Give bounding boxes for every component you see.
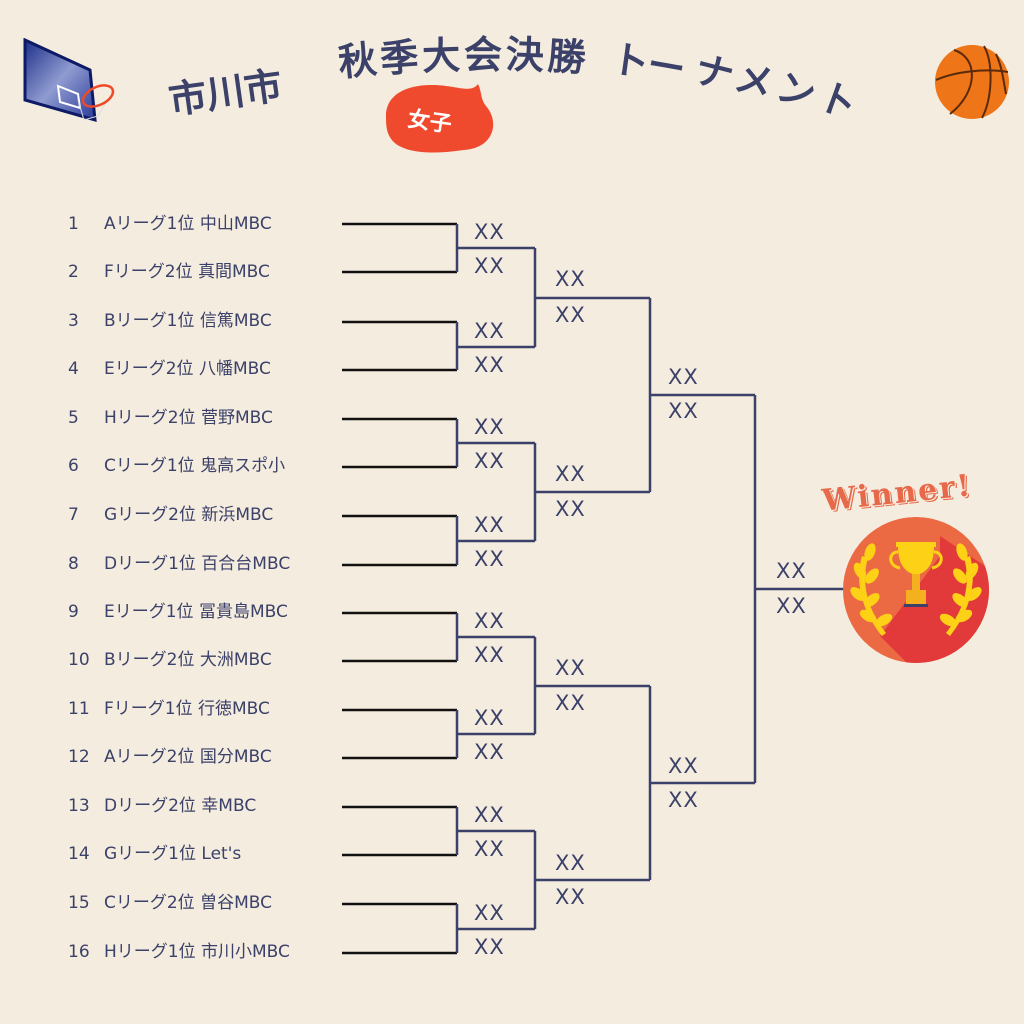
team-name: Hリーグ1位 市川小MBC (104, 942, 290, 962)
score-top: XX (474, 901, 505, 925)
score-bottom: XX (474, 837, 505, 861)
team-entry: 1 Aリーグ1位 中山MBC (68, 213, 272, 235)
score-top: XX (474, 513, 505, 537)
team-name: Cリーグ2位 曽谷MBC (104, 893, 272, 913)
score-bottom: XX (474, 547, 505, 571)
team-name: Aリーグ1位 中山MBC (104, 214, 272, 234)
team-seed: 5 (68, 408, 79, 428)
team-seed: 10 (68, 650, 90, 670)
basketball-hoop-icon (23, 38, 115, 123)
category-bubble (386, 84, 494, 153)
score-bottom: XX (776, 594, 807, 618)
title-char: 会 (464, 33, 503, 77)
score-bottom: XX (668, 788, 699, 812)
score-bottom: XX (474, 353, 505, 377)
score-top: XX (668, 754, 699, 778)
team-seed: 11 (68, 699, 90, 719)
score-top: XX (474, 803, 505, 827)
score-bottom: XX (474, 740, 505, 764)
score-top: XX (555, 851, 586, 875)
score-bottom: XX (555, 303, 586, 327)
score-top: XX (555, 656, 586, 680)
score-top: XX (668, 365, 699, 389)
score-top: XX (555, 462, 586, 486)
team-entry: 12 Aリーグ2位 国分MBC (68, 746, 272, 768)
team-name: Fリーグ1位 行徳MBC (104, 699, 270, 719)
team-seed: 9 (68, 602, 79, 622)
team-name: Fリーグ2位 真間MBC (104, 262, 270, 282)
team-seed: 14 (68, 844, 90, 864)
team-seed: 12 (68, 747, 90, 767)
team-name: Dリーグ1位 百合台MBC (104, 554, 291, 574)
team-entry: 5 Hリーグ2位 菅野MBC (68, 407, 273, 429)
team-entry: 14 Gリーグ1位 Let's (68, 843, 241, 865)
team-seed: 15 (68, 893, 90, 913)
team-name: Dリーグ2位 幸MBC (104, 796, 257, 816)
score-top: XX (474, 415, 505, 439)
team-name: Gリーグ1位 Let's (104, 844, 242, 864)
team-seed: 8 (68, 554, 79, 574)
team-name: Eリーグ2位 八幡MBC (104, 359, 271, 379)
basketball-icon (935, 45, 1009, 119)
team-seed: 7 (68, 505, 79, 525)
team-entry: 9 Eリーグ1位 冨貴島MBC (68, 601, 288, 623)
team-name: Eリーグ1位 冨貴島MBC (104, 602, 288, 622)
team-entry: 10 Bリーグ2位 大洲MBC (68, 649, 272, 671)
team-seed: 3 (68, 311, 79, 331)
team-entry: 4 Eリーグ2位 八幡MBC (68, 358, 271, 380)
team-entry: 16 Hリーグ1位 市川小MBC (68, 941, 290, 963)
team-seed: 1 (68, 214, 79, 234)
score-bottom: XX (474, 935, 505, 959)
team-entry: 13 Dリーグ2位 幸MBC (68, 795, 256, 817)
team-name: Bリーグ1位 信篤MBC (104, 311, 272, 331)
score-bottom: XX (474, 449, 505, 473)
score-top: XX (474, 609, 505, 633)
team-name: Cリーグ1位 鬼高スポ小 (104, 456, 286, 476)
team-entry: 6 Cリーグ1位 鬼高スポ小 (68, 455, 285, 477)
team-entry: 11 Fリーグ1位 行徳MBC (68, 698, 270, 720)
score-bottom: XX (555, 691, 586, 715)
team-seed: 4 (68, 359, 79, 379)
team-entry: 2 Fリーグ2位 真間MBC (68, 261, 270, 283)
round-lines (455, 224, 852, 953)
team-lines (342, 222, 457, 955)
score-bottom: XX (555, 497, 586, 521)
team-entry: 8 Dリーグ1位 百合台MBC (68, 553, 290, 575)
score-top: XX (474, 706, 505, 730)
team-name: Gリーグ2位 新浜MBC (104, 505, 274, 525)
score-bottom: XX (474, 643, 505, 667)
score-bottom: XX (555, 885, 586, 909)
team-entry: 15 Cリーグ2位 曽谷MBC (68, 892, 272, 914)
team-seed: 13 (68, 796, 90, 816)
score-top: XX (555, 267, 586, 291)
team-name: Aリーグ2位 国分MBC (104, 747, 272, 767)
score-top: XX (474, 319, 505, 343)
team-name: Bリーグ2位 大洲MBC (104, 650, 272, 670)
score-top: XX (474, 220, 505, 244)
team-seed: 2 (68, 262, 79, 282)
trophy-icon (843, 517, 989, 663)
score-bottom: XX (474, 254, 505, 278)
team-seed: 16 (68, 942, 90, 962)
team-seed: 6 (68, 456, 79, 476)
header: 市川市 秋 季 大 会 決 勝 ト ー ナ メ ン ト 女子 (0, 0, 1024, 170)
team-entry: 3 Bリーグ1位 信篤MBC (68, 310, 272, 332)
score-bottom: XX (668, 399, 699, 423)
team-name: Hリーグ2位 菅野MBC (104, 408, 273, 428)
team-entry: 7 Gリーグ2位 新浜MBC (68, 504, 273, 526)
score-top: XX (776, 559, 807, 583)
